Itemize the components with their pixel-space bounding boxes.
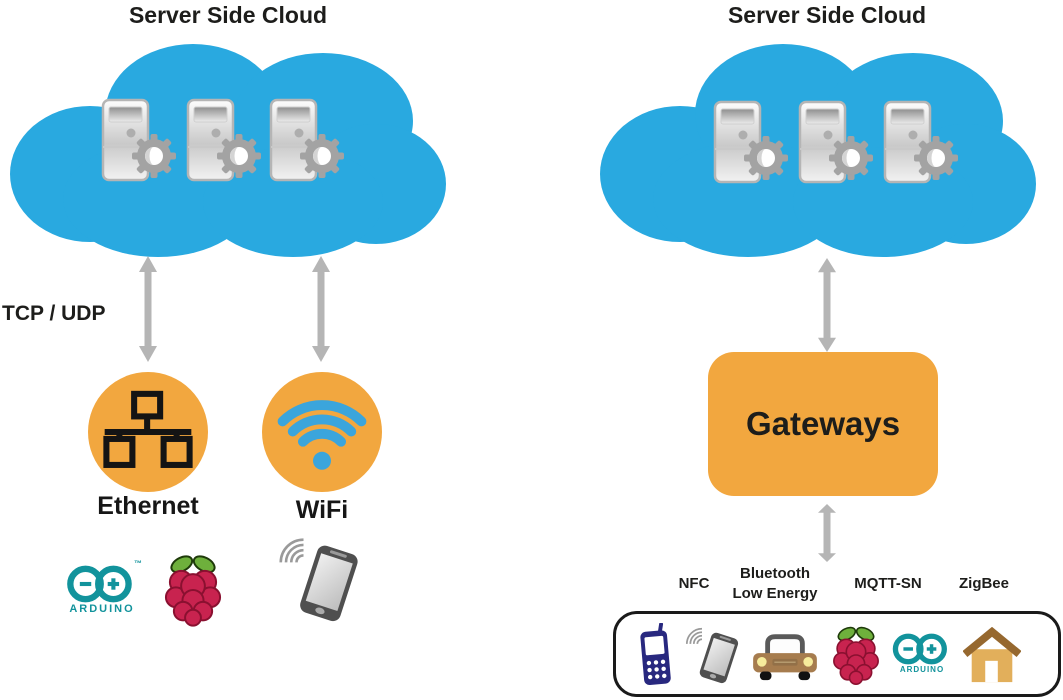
wifi-icon [268,378,376,486]
raspberry-pi-icon [160,553,226,627]
transport-protocol-label: TCP / UDP [2,302,106,325]
arduino-icon [890,632,954,666]
wifi-badge [262,372,382,492]
raspberry-pi-icon [829,624,883,686]
ethernet-icon [96,380,200,484]
arduino-logo: ARDUINO [890,632,954,674]
server-icon [712,100,790,186]
arduino-logo-text: ARDUINO [899,665,945,674]
ethernet-badge [88,372,208,492]
left-cloud-title: Server Side Cloud [128,2,328,28]
smart-home-icon [963,627,1021,685]
wifi-label: WiFi [295,496,349,524]
server-icon [268,98,346,184]
arduino-trademark: ™ [134,559,142,568]
cloud-gateways-arrow [816,258,838,352]
cloud-wifi-arrow [310,256,332,362]
cloud-ethernet-arrow [137,256,159,362]
protocol-label-nfc: NFC [678,575,710,592]
car-icon [751,628,819,684]
arduino-icon [64,563,140,605]
gateways-label: Gateways [745,405,901,442]
gateways-devices-arrow [816,504,838,562]
smartphone-icon [681,622,751,688]
protocol-label-mqtt-sn: MQTT-SN [854,575,922,592]
ethernet-label: Ethernet [97,492,199,520]
server-icon [797,100,875,186]
feature-phone-icon [636,623,678,689]
protocol-label-bluetooth-low-energy: Bluetooth Low Energy [732,565,818,603]
arduino-logo: ™ ARDUINO [64,559,142,615]
server-icon [185,98,263,184]
arduino-logo-text: ARDUINO [69,603,135,615]
smartphone-icon [272,530,377,628]
server-icon [100,98,178,184]
protocol-label-zigbee: ZigBee [958,575,1009,592]
gateways-box: Gateways [708,352,938,496]
right-cloud-title: Server Side Cloud [727,2,927,28]
server-icon [882,100,960,186]
